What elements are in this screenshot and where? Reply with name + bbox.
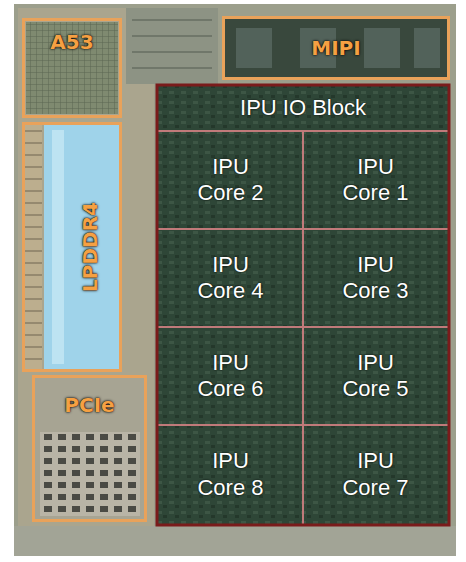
ipu-core: IPU Core 4 bbox=[158, 229, 303, 327]
cpu-block: A53 bbox=[22, 18, 122, 118]
region-label: A53 bbox=[50, 31, 93, 53]
block-label: IPU Core 4 bbox=[191, 252, 270, 305]
ipu-area bbox=[157, 85, 449, 525]
die-body bbox=[14, 4, 456, 556]
ipu-core: IPU Core 1 bbox=[303, 131, 448, 229]
block-label: IPU Core 1 bbox=[336, 154, 415, 207]
io-block: IPU IO Block bbox=[158, 86, 448, 131]
block-label: IPU Core 3 bbox=[336, 252, 415, 305]
block-label: IPU IO Block bbox=[240, 95, 366, 121]
block-label: IPU Core 6 bbox=[191, 350, 270, 403]
ipu-core: IPU Core 8 bbox=[158, 425, 303, 524]
memory-area bbox=[24, 124, 120, 370]
block-label: IPU Core 5 bbox=[336, 350, 415, 403]
memory-block: LPDDR4 bbox=[22, 122, 122, 372]
region-label: PCIe bbox=[64, 394, 114, 416]
cpu-area bbox=[26, 22, 118, 114]
pcie-block: PCIe bbox=[32, 375, 147, 522]
ipu-core: IPU Core 5 bbox=[303, 327, 448, 425]
ipu-core: IPU Core 6 bbox=[158, 327, 303, 425]
pcie-area bbox=[34, 378, 145, 520]
block-label: IPU Core 7 bbox=[336, 448, 415, 501]
mipi-area bbox=[224, 18, 448, 78]
block-label: IPU Core 2 bbox=[191, 154, 270, 207]
interface-block: MIPI bbox=[222, 16, 450, 80]
region-label: MIPI bbox=[311, 37, 360, 59]
block-label: IPU Core 8 bbox=[191, 448, 270, 501]
region-label: LPDDR4 bbox=[79, 202, 101, 292]
ipu-core: IPU Core 2 bbox=[158, 131, 303, 229]
ipu-core: IPU Core 3 bbox=[303, 229, 448, 327]
ipu-core: IPU Core 7 bbox=[303, 425, 448, 524]
